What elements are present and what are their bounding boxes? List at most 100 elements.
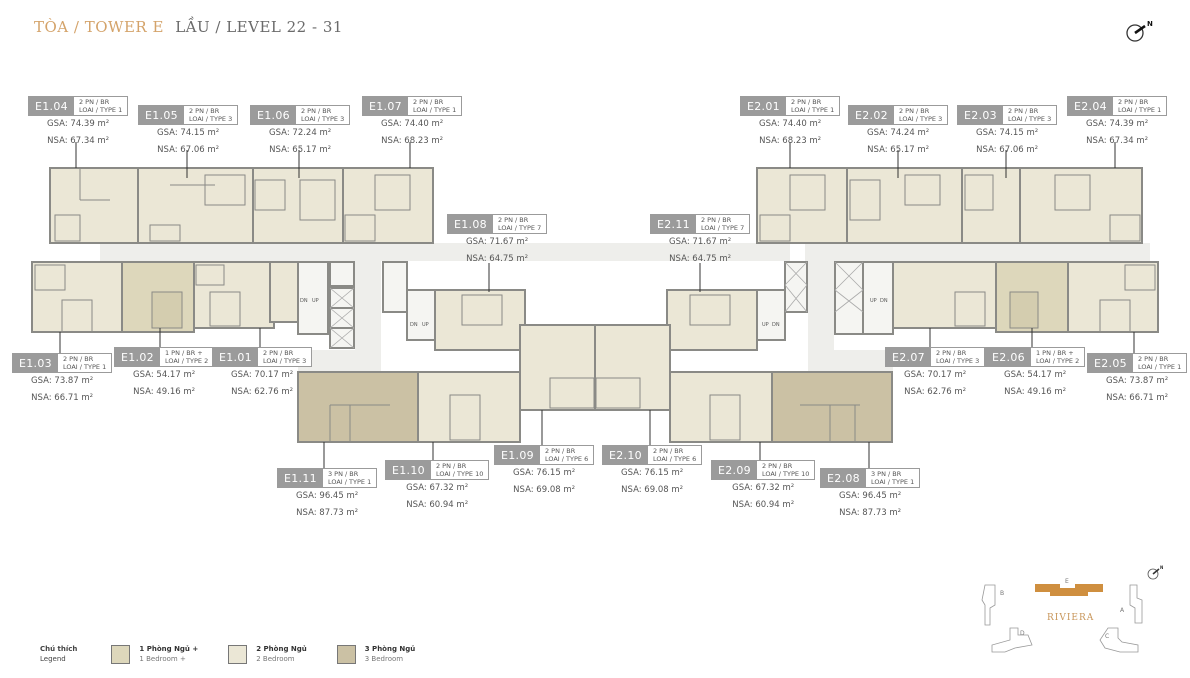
unit-E2.06 [995,261,1069,333]
level-label: LẦU / LEVEL 22 - 31 [175,18,343,36]
unit-code: E2.11 [651,215,696,233]
legend-item-1br: 1 Phòng Ngủ +1 Bedroom + [111,644,198,664]
north-arrow-icon: N [1126,20,1153,42]
site-key-plan: B A D C E RIVIERA N [981,565,1163,653]
unit-E1.05 [137,167,254,244]
svg-text:C: C [1105,633,1109,640]
unit-E1.09 [519,324,596,411]
unit-gsa: GSA: 70.17 m² [904,370,967,380]
svg-text:D: D [1020,630,1025,637]
unit-gsa: GSA: 96.45 m² [839,491,902,501]
tower-E-highlight [1035,584,1103,596]
unit-nsa: NSA: 62.76 m² [231,387,294,397]
unit-nsa: NSA: 67.34 m² [47,136,110,146]
unit-code: E1.05 [139,106,184,124]
unit-code: E2.09 [712,461,757,479]
keyplan-north-icon: N [1147,565,1163,580]
svg-text:A: A [1120,607,1125,614]
svg-text:UP: UP [870,298,877,304]
unit-E2.10 [594,324,671,411]
unit-nsa: NSA: 68.23 m² [759,136,822,146]
svg-text:N: N [1160,565,1163,570]
unit-E1.10 [417,371,521,443]
unit-E2.08 [771,371,893,443]
unit-E2.11 [666,289,758,351]
unit-code: E2.10 [603,446,648,464]
unit-code: E1.10 [386,461,431,479]
tower-A-outline [1129,584,1143,624]
tower-D-outline [991,627,1033,653]
unit-gsa: GSA: 73.87 m² [1106,376,1169,386]
unit-nsa: NSA: 65.17 m² [867,145,930,155]
unit-nsa: NSA: 65.17 m² [269,145,332,155]
unit-code: E1.09 [495,446,540,464]
svg-text:B: B [1000,590,1004,597]
unit-code: E2.02 [849,106,894,124]
unit-nsa: NSA: 67.06 m² [976,145,1039,155]
svg-text:DN: DN [300,298,308,304]
unit-gsa: GSA: 76.15 m² [513,468,576,478]
unit-gsa: GSA: 54.17 m² [133,370,196,380]
svg-text:DN: DN [772,322,780,328]
unit-E1.01 [193,261,275,329]
unit-nsa: NSA: 64.75 m² [669,254,732,264]
unit-E1.08 [434,289,526,351]
svg-text:E: E [1065,578,1069,585]
unit-nsa: NSA: 49.16 m² [133,387,196,397]
unit-code: E2.01 [741,97,786,115]
unit-E1.07 [342,167,434,244]
unit-code: E2.03 [958,106,1003,124]
unit-nsa: NSA: 60.94 m² [406,500,469,510]
unit-gsa: GSA: 74.40 m² [759,119,822,129]
unit-E1.04 [49,167,139,244]
unit-gsa: GSA: 96.45 m² [296,491,359,501]
unit-gsa: GSA: 72.24 m² [269,128,332,138]
tower-C-outline [1099,627,1139,653]
legend: Chú thích Legend 1 Phòng Ngủ +1 Bedroom … [40,644,445,664]
unit-nsa: NSA: 69.08 m² [621,485,684,495]
unit-nsa: NSA: 68.23 m² [381,136,444,146]
unit-nsa: NSA: 87.73 m² [296,508,359,518]
unit-code: E2.07 [886,348,931,366]
unit-code: E1.01 [213,348,258,366]
unit-code: E1.03 [13,354,58,372]
unit-code: E1.07 [363,97,408,115]
unit-gsa: GSA: 70.17 m² [231,370,294,380]
tower-label: TÒA / TOWER E [34,18,164,36]
unit-gsa: GSA: 71.67 m² [466,237,529,247]
unit-nsa: NSA: 69.08 m² [513,485,576,495]
unit-nsa: NSA: 66.71 m² [31,393,94,403]
unit-E2.07 [892,261,997,329]
unit-gsa: GSA: 74.15 m² [976,128,1039,138]
unit-code: E2.06 [986,348,1031,366]
swatch-1br [111,644,131,664]
swatch-2br [228,644,248,664]
unit-code: E1.06 [251,106,296,124]
unit-code: E2.04 [1068,97,1113,115]
svg-text:UP: UP [312,298,319,304]
